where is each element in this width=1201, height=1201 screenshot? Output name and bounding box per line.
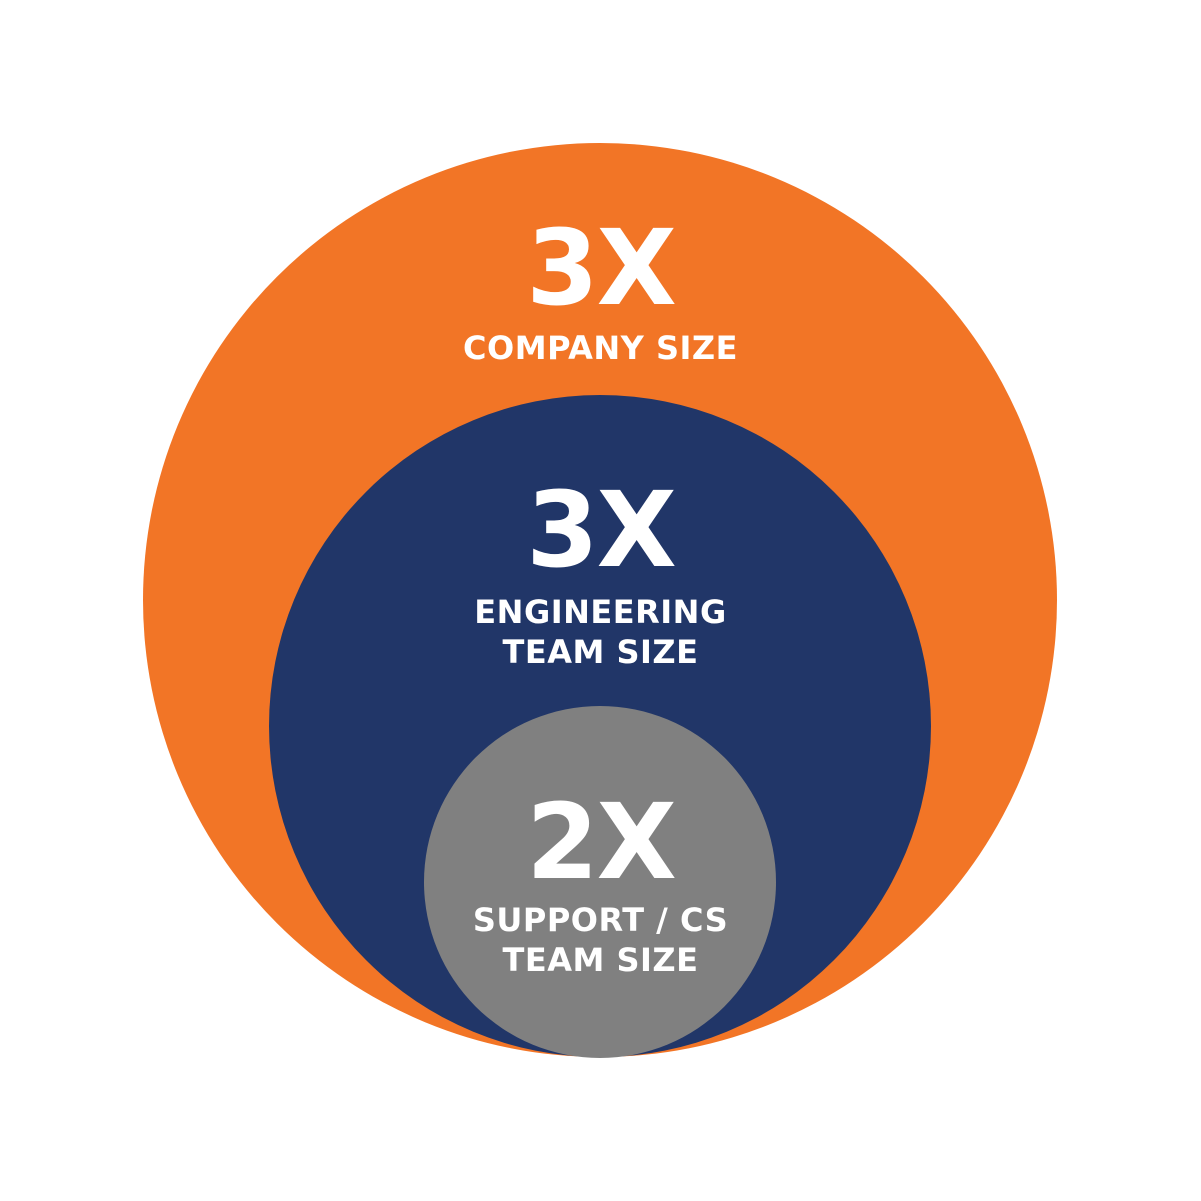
company-multiplier: 3X [526,207,677,329]
company-caption: COMPANY SIZE [0,328,1201,368]
engineering-caption-line-1: ENGINEERING [474,593,727,631]
support-caption-line-2: TEAM SIZE [502,941,699,979]
company-caption-line: COMPANY SIZE [463,329,738,367]
support-caption: SUPPORT / CS TEAM SIZE [0,900,1201,980]
engineering-caption: ENGINEERING TEAM SIZE [0,592,1201,672]
engineering-label-block: 3X ENGINEERING TEAM SIZE [0,478,1201,672]
support-label-block: 2X SUPPORT / CS TEAM SIZE [0,790,1201,980]
company-label-block: 3X COMPANY SIZE [0,216,1201,368]
engineering-multiplier: 3X [526,469,677,591]
engineering-caption-line-2: TEAM SIZE [502,633,699,671]
support-caption-line-1: SUPPORT / CS [472,901,729,939]
support-multiplier: 2X [526,781,677,903]
support-circle [424,706,776,1058]
